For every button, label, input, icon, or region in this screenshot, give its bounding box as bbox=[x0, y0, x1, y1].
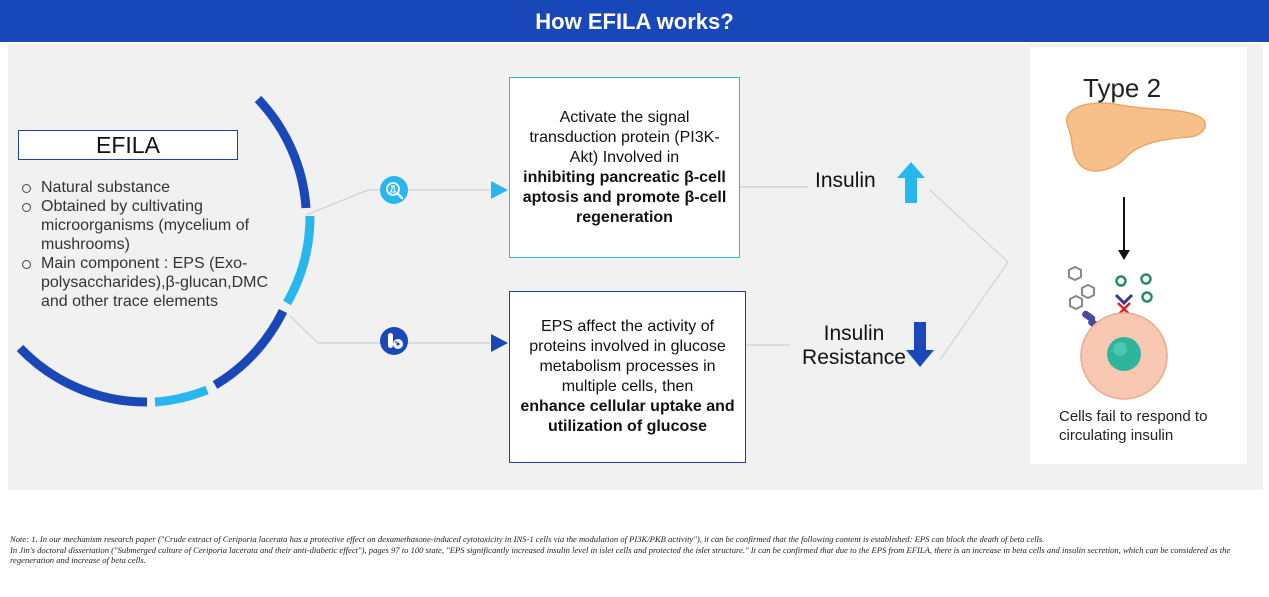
receptor-icon bbox=[1114, 293, 1134, 306]
footnote-line: In Jin's doctoral dissertation ("Submerg… bbox=[10, 544, 1231, 566]
efila-bullet: Main component : EPS (Exo-polysaccharide… bbox=[22, 254, 284, 311]
up-arrow-icon bbox=[897, 162, 925, 203]
footnote: Note: 1. In our mechanism research paper… bbox=[10, 534, 1260, 566]
converge-lines bbox=[929, 189, 1009, 361]
efila-title-box: EFILA bbox=[18, 130, 238, 160]
insulin-resistance-label: Insulin Resistance bbox=[802, 322, 906, 369]
arrow-down-head bbox=[1118, 250, 1130, 260]
type2-title: Type 2 bbox=[1083, 73, 1162, 103]
efila-bullet-list: Natural substance Obtained by cultivatin… bbox=[22, 178, 284, 311]
pathway-text: EPS affect the activity of proteins invo… bbox=[529, 318, 726, 395]
arrow-right-top bbox=[491, 181, 508, 199]
lab-flask-magnifier-icon bbox=[380, 176, 408, 204]
pathway-box-insulin: Activate the signal transduction protein… bbox=[509, 77, 740, 258]
efila-bullet: Obtained by cultivating microorganisms (… bbox=[22, 197, 284, 254]
pancreas-icon bbox=[1065, 102, 1206, 172]
connector-bottom bbox=[288, 314, 490, 344]
glucose-hexagon bbox=[1069, 294, 1083, 311]
arc-segment-dark-bottom bbox=[16, 344, 148, 407]
connector-top bbox=[305, 189, 490, 216]
insulin-dot bbox=[1141, 291, 1153, 303]
pathway-text-emphasis: enhance cellular uptake and utilization … bbox=[520, 398, 735, 435]
arc-segment-light-mid bbox=[283, 215, 315, 306]
arc-segment-dark-mid bbox=[212, 309, 288, 389]
type2-illustration-panel bbox=[1030, 47, 1247, 464]
insulin-dot bbox=[1140, 273, 1152, 285]
arc-segment-light-bottom bbox=[154, 385, 209, 407]
efila-bullet: Natural substance bbox=[22, 178, 284, 197]
pathway-text-emphasis: inhibiting pancreatic β-cell aptosis and… bbox=[522, 168, 727, 226]
arrow-right-bottom bbox=[491, 334, 508, 352]
cell-nucleus-highlight bbox=[1113, 342, 1127, 356]
pathway-box-resistance: EPS affect the activity of proteins invo… bbox=[509, 291, 746, 463]
glucose-hexagon bbox=[1081, 283, 1095, 300]
pathway-text: Activate the signal transduction protein… bbox=[529, 108, 720, 166]
cells-caption: Cells fail to respond to circulating ins… bbox=[1059, 408, 1208, 444]
type2-illustration bbox=[1065, 102, 1206, 400]
insulin-dot bbox=[1115, 275, 1127, 287]
arc-segment-dark-top bbox=[254, 95, 311, 209]
page-title: How EFILA works? bbox=[0, 0, 1269, 42]
glucose-hexagon bbox=[1068, 265, 1082, 282]
test-tube-cells-icon bbox=[380, 327, 408, 355]
down-arrow-icon bbox=[906, 322, 934, 367]
footnote-line: Note: 1. In our mechanism research paper… bbox=[10, 534, 1045, 544]
insulin-label: Insulin bbox=[815, 169, 876, 192]
